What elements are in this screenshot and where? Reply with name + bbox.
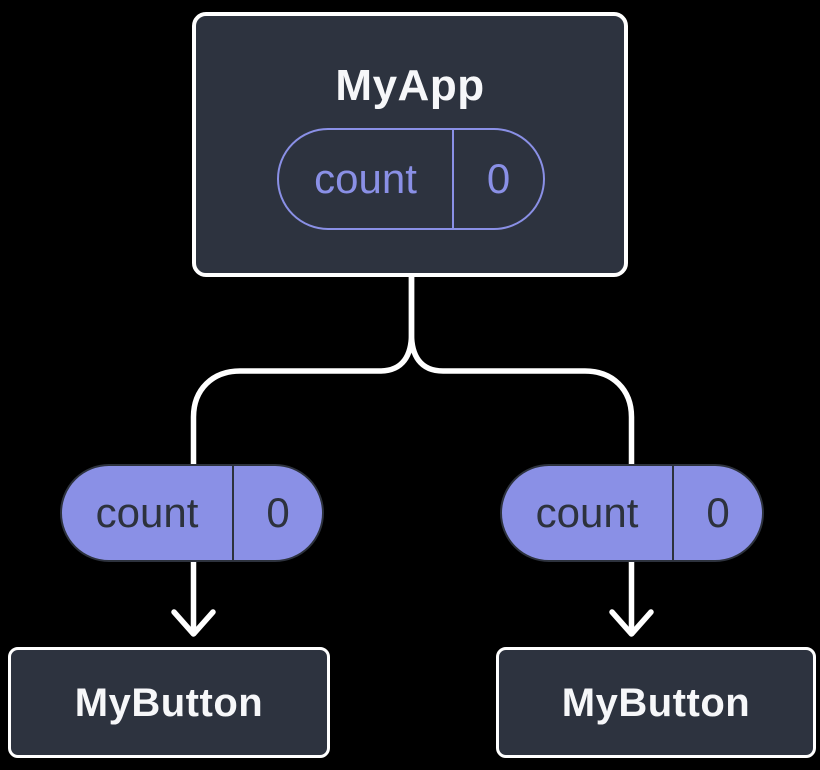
root-state-pill: count 0 bbox=[277, 128, 545, 230]
prop-name: count bbox=[535, 489, 639, 536]
myapp-card: MyApp count 0 bbox=[192, 12, 628, 277]
mybutton-card-right: MyButton bbox=[496, 647, 816, 758]
state-name: count bbox=[314, 155, 417, 202]
prop-name: count bbox=[95, 489, 199, 536]
mybutton-card-left: MyButton bbox=[8, 647, 330, 758]
prop-value: 0 bbox=[672, 466, 762, 560]
arrow-right-down-icon bbox=[609, 609, 654, 637]
arrow-left-down-icon bbox=[171, 609, 216, 637]
state-value: 0 bbox=[452, 130, 543, 228]
myapp-title: MyApp bbox=[335, 61, 485, 110]
fork-connector-left bbox=[190, 274, 415, 466]
prop-value: 0 bbox=[232, 466, 322, 560]
mybutton-title: MyButton bbox=[74, 680, 264, 725]
child-prop-pill-right: count 0 bbox=[500, 464, 764, 562]
fork-connector-right bbox=[408, 274, 635, 466]
child-prop-pill-left: count 0 bbox=[60, 464, 324, 562]
mybutton-title: MyButton bbox=[561, 680, 751, 725]
